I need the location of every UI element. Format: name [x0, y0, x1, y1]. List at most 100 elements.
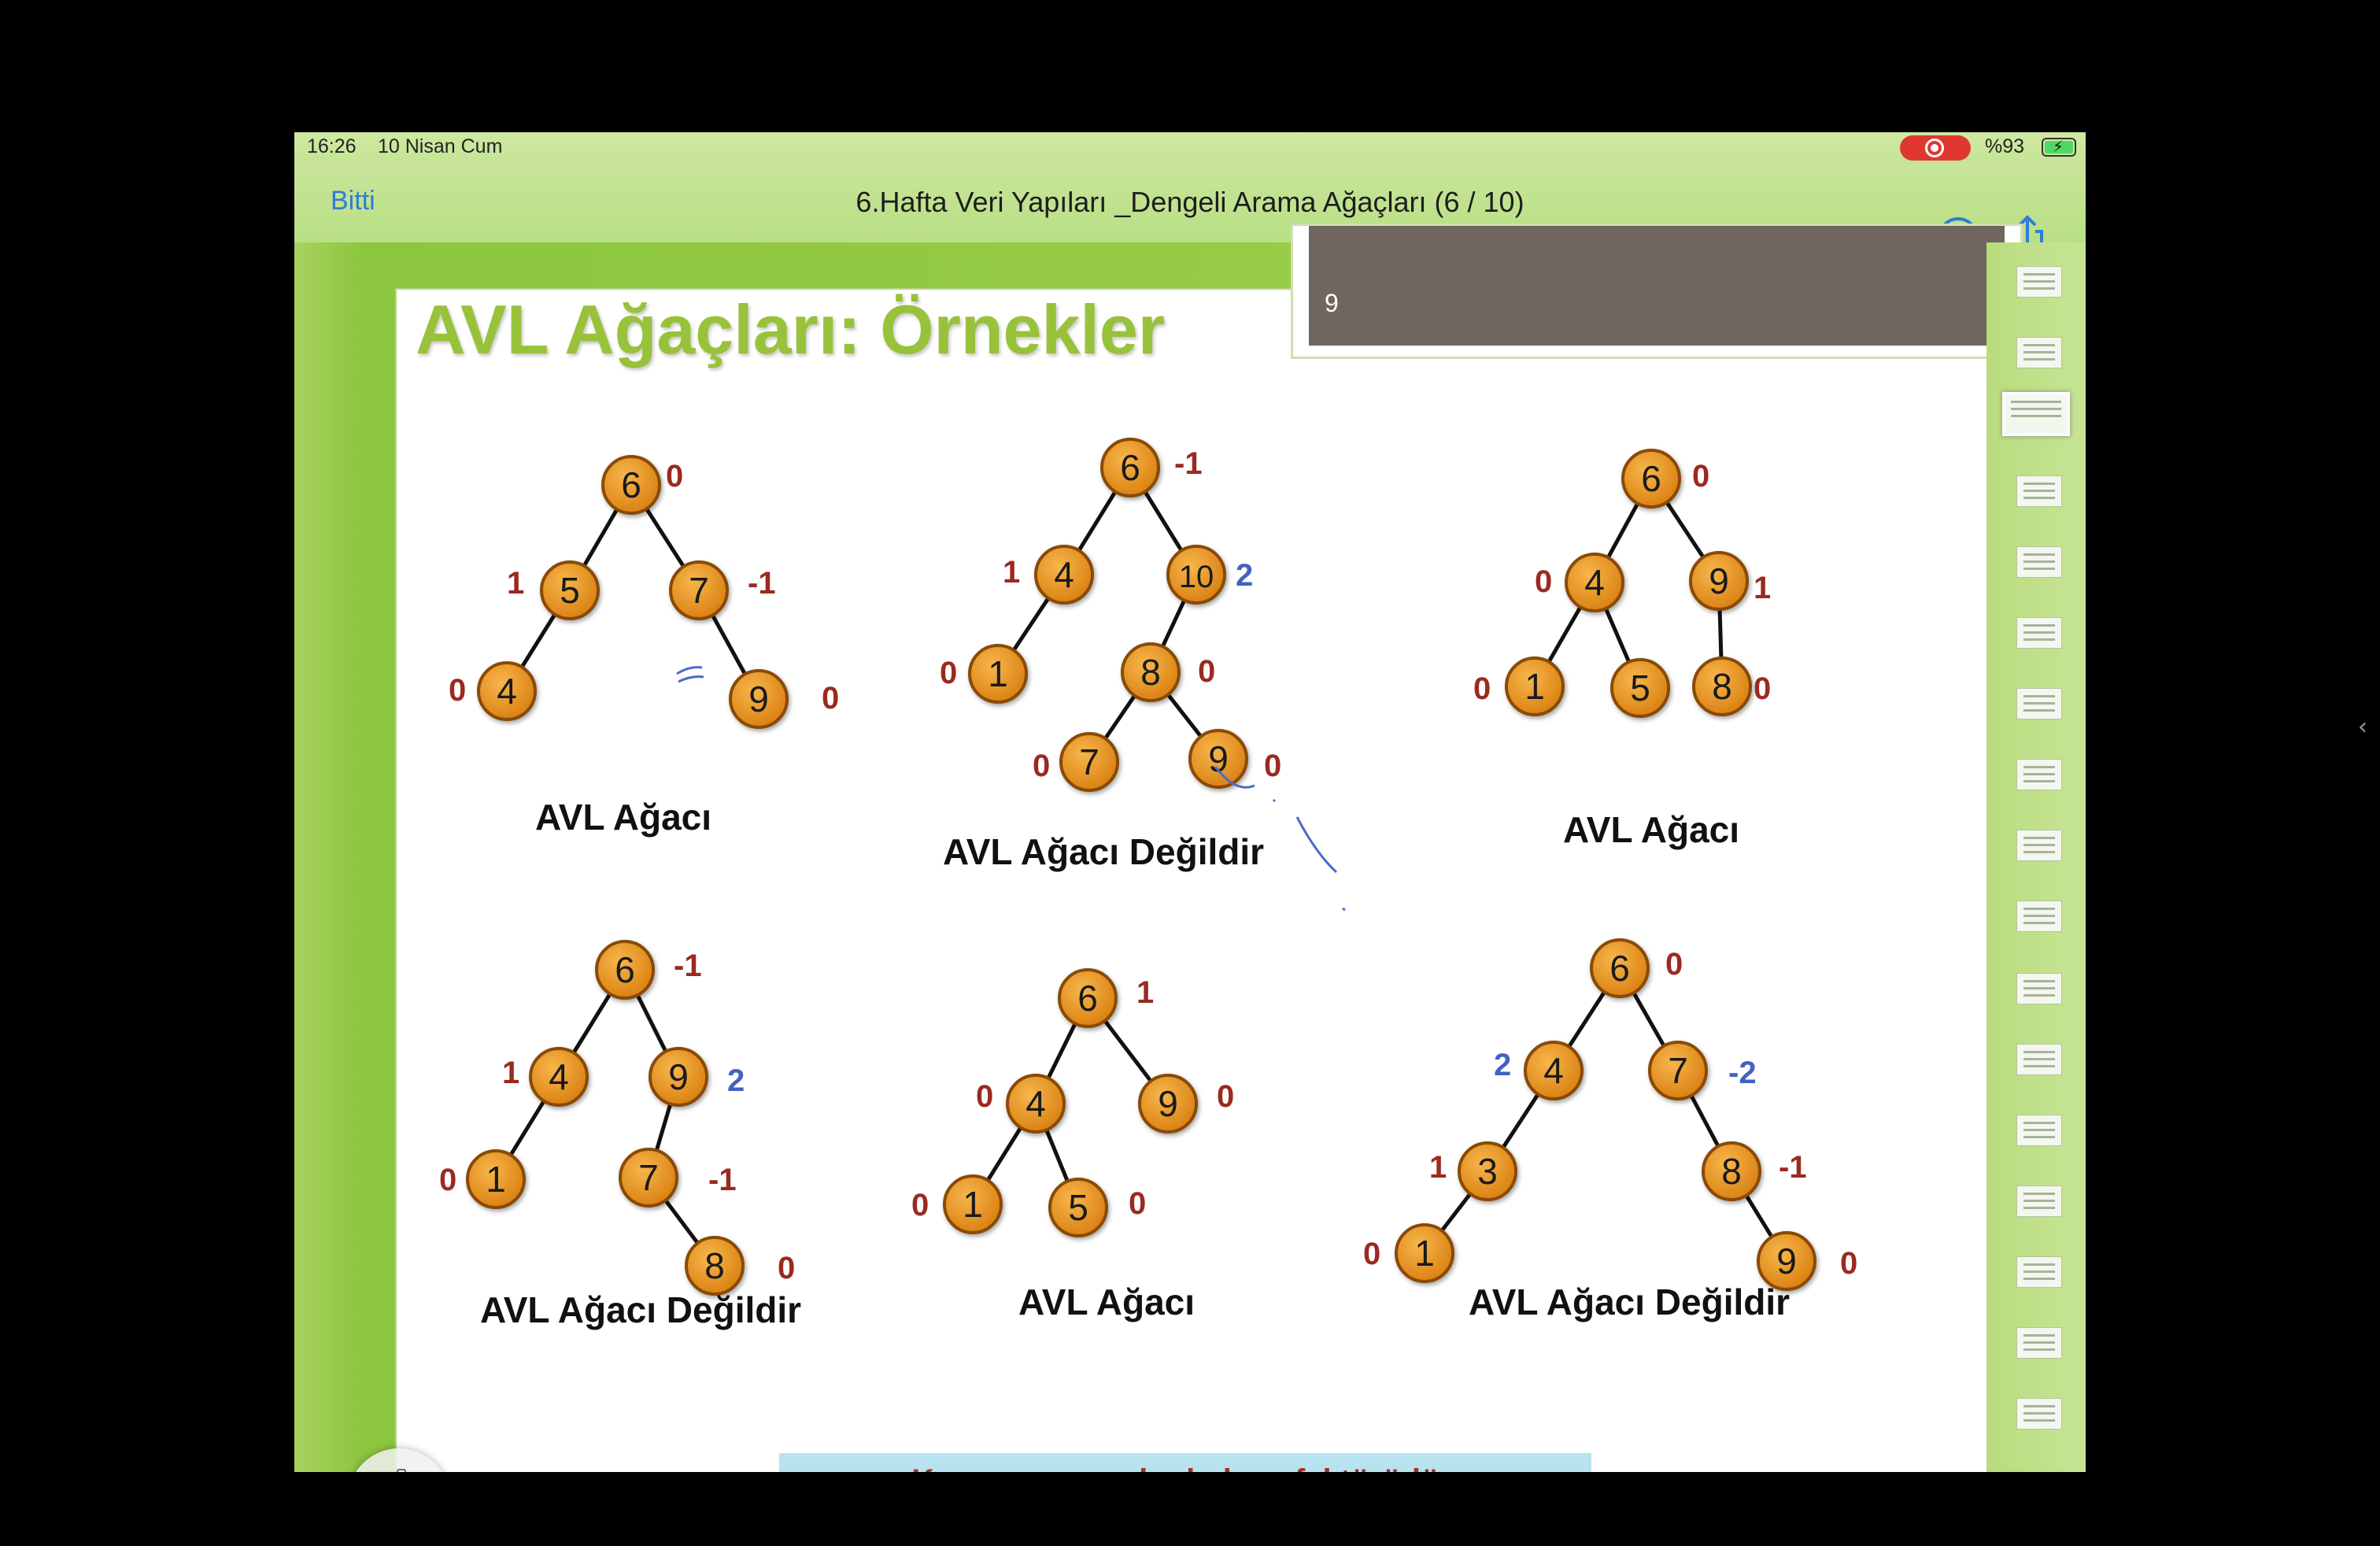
record-icon	[1925, 139, 1944, 157]
tree-caption: AVL Ağacı Değildir	[1469, 1282, 1790, 1322]
tree-node: 4	[1524, 1041, 1584, 1100]
page-thumbnail[interactable]	[2016, 1327, 2062, 1359]
tree-node: 4	[1006, 1074, 1066, 1134]
balance-factor: 0	[1665, 947, 1683, 982]
node-value: 1	[486, 1159, 506, 1200]
node-value: 8	[1712, 666, 1732, 707]
node-value: 8	[704, 1245, 725, 1286]
node-value: 3	[1477, 1151, 1498, 1192]
page-thumbnail[interactable]	[2016, 617, 2062, 649]
tree-caption: AVL Ağacı	[535, 797, 711, 838]
page-thumbnail[interactable]	[2016, 1256, 2062, 1288]
node-value: 4	[1054, 554, 1074, 595]
balance-factor: 0	[1535, 564, 1552, 599]
node-value: 7	[1079, 742, 1099, 782]
page-thumbnail[interactable]	[2002, 392, 2070, 436]
balance-factor: 0	[1754, 671, 1771, 706]
balance-factor: 0	[666, 459, 683, 494]
tree-node: 6	[601, 455, 661, 515]
balance-factor: -1	[674, 949, 702, 983]
node-value: 1	[1524, 666, 1545, 707]
node-value: 9	[1709, 560, 1729, 601]
node-value: 1	[988, 653, 1008, 694]
tree-node: 1	[968, 644, 1028, 704]
tree-caption: AVL Ağacı Değildir	[943, 831, 1264, 872]
node-value: 7	[689, 570, 709, 611]
page-thumbnail[interactable]	[2016, 688, 2062, 719]
tree-node: 7	[1059, 732, 1119, 792]
page-thumbnail[interactable]	[2016, 759, 2062, 790]
tree-node: 1	[466, 1149, 526, 1209]
document-title: 6.Hafta Veri Yapıları _Dengeli Arama Ağa…	[856, 186, 1524, 218]
tree-node: 9	[1188, 729, 1248, 789]
node-value: 6	[1077, 978, 1098, 1019]
tree-node: 7	[1648, 1041, 1708, 1100]
ink-stroke	[1295, 816, 1338, 874]
page-thumbnail[interactable]	[2016, 337, 2062, 368]
node-value: 6	[1120, 447, 1140, 488]
page-thumbnail[interactable]	[2016, 830, 2062, 861]
node-value: 8	[1721, 1151, 1742, 1192]
ink-stroke	[1214, 766, 1255, 789]
page-thumbnail[interactable]	[2016, 475, 2062, 507]
note-text: 9	[1325, 289, 1339, 317]
balance-factor: 0	[940, 656, 957, 690]
tree-node: 10	[1166, 545, 1226, 605]
tree-node: 8	[685, 1236, 745, 1296]
node-value: 4	[549, 1056, 569, 1097]
tree-node: 9	[1689, 551, 1749, 611]
page-thumbnail[interactable]	[2016, 266, 2062, 298]
tree-node: 5	[1610, 658, 1670, 718]
node-value: 7	[638, 1157, 659, 1198]
tree-node: 8	[1121, 642, 1181, 702]
node-value: 4	[497, 671, 517, 712]
tree-node: 8	[1692, 656, 1752, 716]
balance-factor: 0	[1692, 459, 1709, 494]
balance-factor: -1	[1174, 446, 1203, 481]
tree-node: 8	[1702, 1141, 1761, 1201]
page-thumbnail[interactable]	[2016, 973, 2062, 1004]
page-thumbnail[interactable]	[2016, 1044, 2062, 1075]
node-value: 1	[963, 1184, 983, 1225]
node-value: 5	[560, 570, 580, 611]
page-thumbnail[interactable]	[2016, 546, 2062, 578]
screen-recording-indicator[interactable]	[1900, 135, 1971, 161]
balance-factor: -1	[1779, 1150, 1807, 1185]
page-thumbnail[interactable]	[2016, 1398, 2062, 1429]
node-value: 7	[1668, 1050, 1688, 1091]
slide-note-popup[interactable]: 9	[1291, 224, 2023, 359]
tree-node: 7	[619, 1148, 678, 1208]
page-thumbnail[interactable]	[2016, 1115, 2062, 1146]
page-thumbnail-strip[interactable]	[1986, 242, 2086, 1472]
chevron-left-icon[interactable]: ‹	[2358, 713, 2367, 741]
node-value: 6	[621, 464, 641, 505]
balance-factor: 1	[507, 566, 524, 601]
balance-factor: 0	[911, 1188, 929, 1222]
page-thumbnail[interactable]	[2016, 901, 2062, 932]
balance-factor: 0	[1363, 1237, 1380, 1271]
tree-node: 5	[1048, 1178, 1108, 1237]
tree-node: 6	[1621, 449, 1681, 509]
balance-factor: 0	[1217, 1079, 1234, 1114]
tree-node: 6	[595, 940, 655, 1000]
balance-factor: 1	[502, 1056, 519, 1090]
battery-icon: ⚡	[2042, 137, 2076, 157]
tree-node: 9	[649, 1047, 708, 1107]
balance-factor: 0	[1840, 1246, 1857, 1281]
tree-node: 9	[729, 669, 789, 729]
node-value: 6	[615, 949, 635, 990]
balance-factor: 0	[822, 681, 839, 716]
done-button[interactable]: Bitti	[331, 186, 375, 216]
node-value: 5	[1068, 1187, 1088, 1228]
node-value: 4	[1543, 1050, 1564, 1091]
tree-node: 4	[477, 661, 537, 721]
balance-factor: 0	[1198, 654, 1215, 689]
tree-node: 6	[1058, 968, 1118, 1028]
balance-factor: -2	[1728, 1056, 1757, 1090]
balance-factor: 1	[1429, 1150, 1447, 1185]
tree-node: 5	[540, 560, 600, 620]
node-value: 8	[1140, 652, 1161, 693]
page-thumbnail[interactable]	[2016, 1185, 2062, 1217]
tree-node: 1	[1505, 656, 1565, 716]
